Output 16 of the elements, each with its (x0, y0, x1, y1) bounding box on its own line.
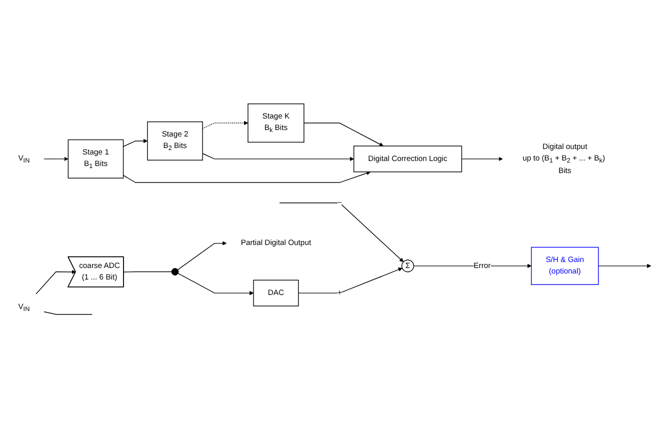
arrow (279, 202, 404, 262)
arrow (178, 273, 254, 296)
arrow (44, 156, 68, 162)
arrow (461, 156, 503, 162)
connector (44, 312, 93, 315)
arrow (304, 122, 384, 146)
arrow (122, 139, 148, 147)
arrow (36, 270, 76, 294)
arrow (177, 241, 227, 270)
connector (123, 272, 172, 273)
arrow (598, 264, 652, 268)
arrow (202, 153, 354, 162)
arrow (122, 171, 371, 184)
arrow (413, 264, 532, 268)
arrow (298, 268, 402, 294)
arrow (202, 121, 248, 129)
